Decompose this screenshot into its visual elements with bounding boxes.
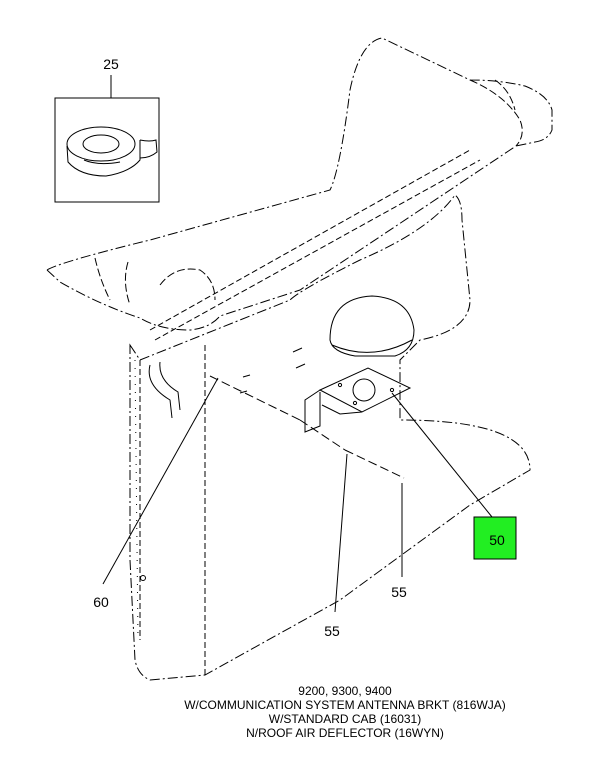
bolt-phantom-lines bbox=[209, 375, 405, 479]
dome-antenna bbox=[329, 295, 415, 357]
roof-cap-right bbox=[469, 79, 523, 147]
inset-box bbox=[54, 97, 160, 203]
leader-55-left bbox=[334, 453, 348, 613]
caption-models: 9200, 9300, 9400 bbox=[298, 684, 392, 698]
callout-50[interactable]: 50 bbox=[489, 532, 505, 548]
caption-option-antenna: W/COMMUNICATION SYSTEM ANTENNA BRKT (816… bbox=[184, 698, 506, 712]
rivet-row bbox=[134, 359, 139, 641]
callout-55-left: 55 bbox=[324, 623, 340, 639]
caption-option-deflector: N/ROOF AIR DEFLECTOR (16WYN) bbox=[246, 726, 444, 740]
callout-60: 60 bbox=[93, 594, 109, 610]
roof-outline bbox=[46, 37, 553, 271]
bolts bbox=[239, 347, 306, 394]
roof-rail bbox=[149, 149, 481, 341]
back-panel-inner bbox=[139, 345, 206, 675]
antenna-bracket bbox=[304, 367, 412, 433]
callout-25: 25 bbox=[103, 56, 119, 72]
roof-cap-left bbox=[94, 257, 216, 306]
caption-option-cab: W/STANDARD CAB (16031) bbox=[268, 712, 422, 726]
diagram-caption: 9200, 9300, 9400 W/COMMUNICATION SYSTEM … bbox=[0, 684, 610, 740]
callout-50-highlight[interactable] bbox=[473, 516, 517, 560]
corner-trim bbox=[148, 361, 181, 419]
back-panel bbox=[129, 194, 531, 681]
roof-front-edge bbox=[46, 145, 517, 331]
mount-hole bbox=[140, 575, 146, 581]
leader-60 bbox=[102, 377, 219, 585]
leader-50 bbox=[391, 392, 493, 518]
callout-55-right: 55 bbox=[391, 584, 407, 600]
tape-roll-icon bbox=[66, 126, 158, 177]
